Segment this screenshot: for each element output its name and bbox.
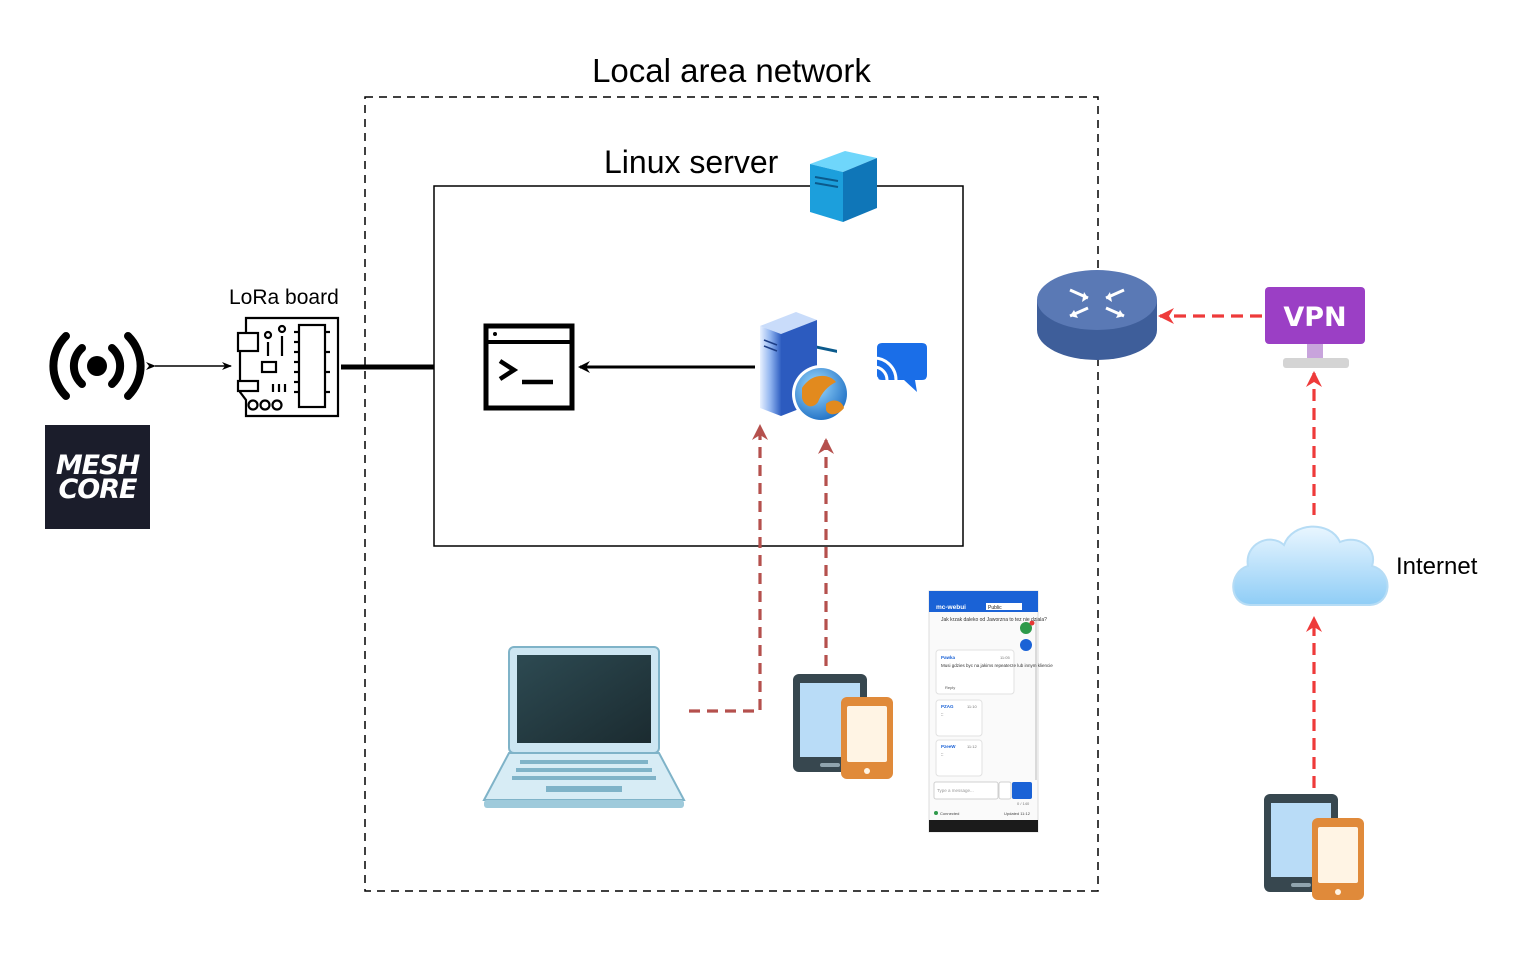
internet-label: Internet <box>1396 553 1478 580</box>
vpn-icon: VPN <box>1265 287 1365 368</box>
vpn-text: VPN <box>1283 302 1346 333</box>
lan-title: Local area network <box>592 52 871 89</box>
phone-status-right: Updated 11:12 <box>1004 811 1031 816</box>
phone-msg-3-text: :: <box>941 752 944 757</box>
linux-server-title: Linux server <box>604 144 779 180</box>
radio-broadcast-icon <box>49 332 145 400</box>
phone-msg-1-time: 11:05 <box>1000 655 1010 660</box>
phone-msg-0: Jak krzak daleko od Jaworzna to tez nie … <box>941 617 1047 623</box>
chat-cast-icon <box>872 343 927 392</box>
phone-msg-1-text: Musi gdzies byc na jakims repeaterze lub… <box>941 663 1053 668</box>
terminal-icon <box>483 323 575 411</box>
cloud-icon <box>1232 525 1389 606</box>
local-tablet-phone-icon <box>793 674 893 779</box>
router-icon <box>1037 270 1157 360</box>
phone-msg-3-time: 11:12 <box>967 744 977 749</box>
phone-char-count: 0 / 140 <box>1017 801 1030 806</box>
phone-msg-2-sender: PZAG <box>941 704 954 709</box>
phone-msg-2-time: 11:10 <box>967 704 977 709</box>
phone-app-title: mc-webui <box>936 604 966 611</box>
server-rack-icon <box>810 151 877 353</box>
remote-tablet-phone-icon <box>1264 794 1364 900</box>
phone-reply-label: Reply <box>945 685 955 690</box>
phone-msg-2-text: :: <box>941 712 944 717</box>
phone-msg-1-sender: Pawka <box>941 655 956 660</box>
laptop-icon <box>482 646 686 808</box>
phone-status-left: Connected <box>940 811 959 816</box>
phone-channel-select: Public <box>988 605 1002 611</box>
laptop-webui-link <box>689 424 768 713</box>
lan-boundary <box>364 96 1099 892</box>
lora-board-icon <box>236 316 340 418</box>
phone-screenshot <box>928 590 1039 833</box>
phone-msg-3-sender: PzeeW <box>941 744 956 749</box>
phone-screenshot-text: mc-webui Public Jak krzak daleko od Jawo… <box>936 604 1053 816</box>
phone-input-placeholder: Type a message... <box>937 788 974 793</box>
web-server-icon <box>760 312 850 423</box>
lora-board-label: LoRa board <box>229 286 339 309</box>
